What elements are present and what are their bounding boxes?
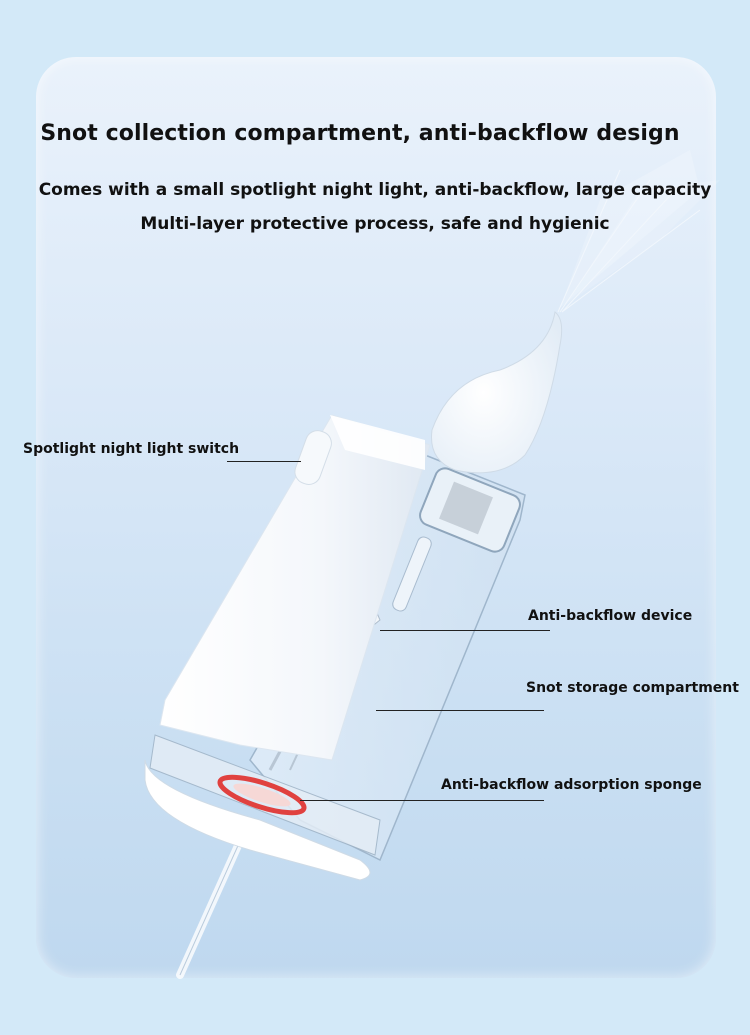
device-body xyxy=(159,414,431,761)
mist-spray xyxy=(557,150,720,313)
callout-storage-compartment: Snot storage compartment xyxy=(526,680,739,696)
subtitle-line-2: Multi-layer protective process, safe and… xyxy=(140,214,610,234)
leader-line-valve xyxy=(380,630,550,631)
leader-line-sponge xyxy=(300,800,544,801)
silicone-nozzle-tip xyxy=(430,311,563,474)
leader-line-switch xyxy=(227,461,301,462)
device-base xyxy=(144,734,381,881)
leader-line-storage xyxy=(376,710,544,711)
callout-anti-backflow-device: Anti-backflow device xyxy=(528,608,693,624)
bottom-tube xyxy=(176,826,249,979)
subtitle-line-1: Comes with a small spotlight night light… xyxy=(38,180,712,200)
callout-night-light-switch: Spotlight night light switch xyxy=(23,441,240,457)
callout-adsorption-sponge: Anti-backflow adsorption sponge xyxy=(441,777,702,793)
page-title: Snot collection compartment, anti-backfl… xyxy=(40,121,680,146)
